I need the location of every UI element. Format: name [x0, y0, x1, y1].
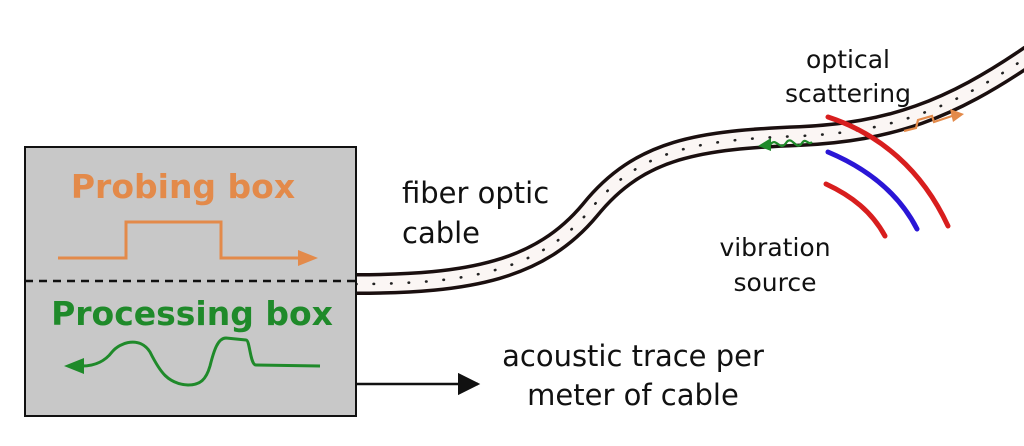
- wave-arc-inner: [823, 181, 888, 239]
- processing-box-label: Processing box: [51, 294, 333, 333]
- fiber-optic-cable: [354, 45, 1024, 295]
- wave-arc-middle: [825, 149, 920, 232]
- scattering-label-line2: scattering: [785, 79, 911, 108]
- forward-pulse-icon: [903, 109, 964, 133]
- interrogator-box: [24, 146, 357, 417]
- vibration-waves: [823, 114, 951, 239]
- cable-label-line1: fiber optic: [402, 176, 549, 210]
- output-label-line2: meter of cable: [527, 378, 739, 412]
- vibration-label-line1: vibration: [719, 233, 830, 262]
- wave-arc-outer: [825, 114, 951, 229]
- backscatter-signal-icon: [758, 138, 813, 151]
- probe-pulse-icon: [58, 220, 318, 266]
- cable-label-line2: cable: [402, 216, 480, 250]
- processed-trace-icon: [64, 336, 321, 387]
- scattering-label-line1: optical: [806, 45, 890, 74]
- vibration-label-line2: source: [733, 268, 816, 297]
- probing-box-label: Probing box: [71, 167, 295, 206]
- output-label-line1: acoustic trace per: [502, 339, 764, 373]
